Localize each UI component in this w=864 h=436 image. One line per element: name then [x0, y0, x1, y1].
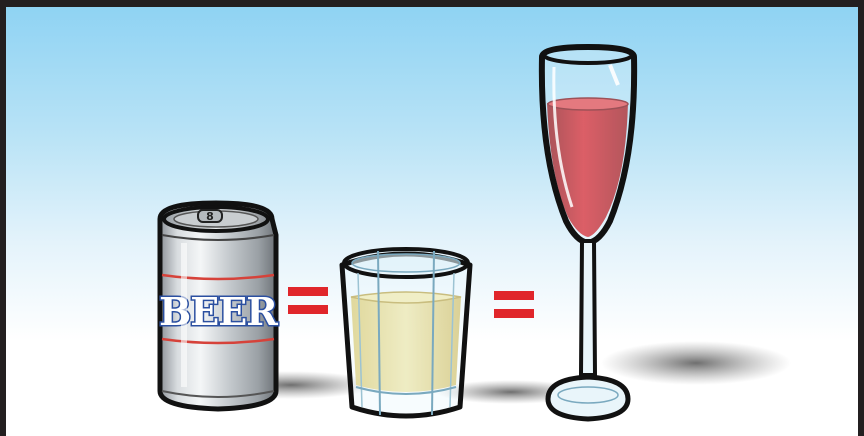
equals-icon — [288, 287, 328, 314]
illustration-scene: 8 BEER — [6, 7, 858, 436]
drink-equivalence-illustration: 8 BEER — [6, 7, 858, 436]
can-label: BEER — [159, 289, 278, 334]
can-tab-mark: 8 — [206, 210, 214, 223]
wine-glass-shadow — [601, 341, 791, 385]
beer-can-icon: 8 BEER — [159, 203, 278, 409]
equals-icon — [494, 291, 534, 318]
shot-glass-icon — [342, 249, 470, 416]
pull-tab-icon: 8 — [198, 210, 222, 223]
